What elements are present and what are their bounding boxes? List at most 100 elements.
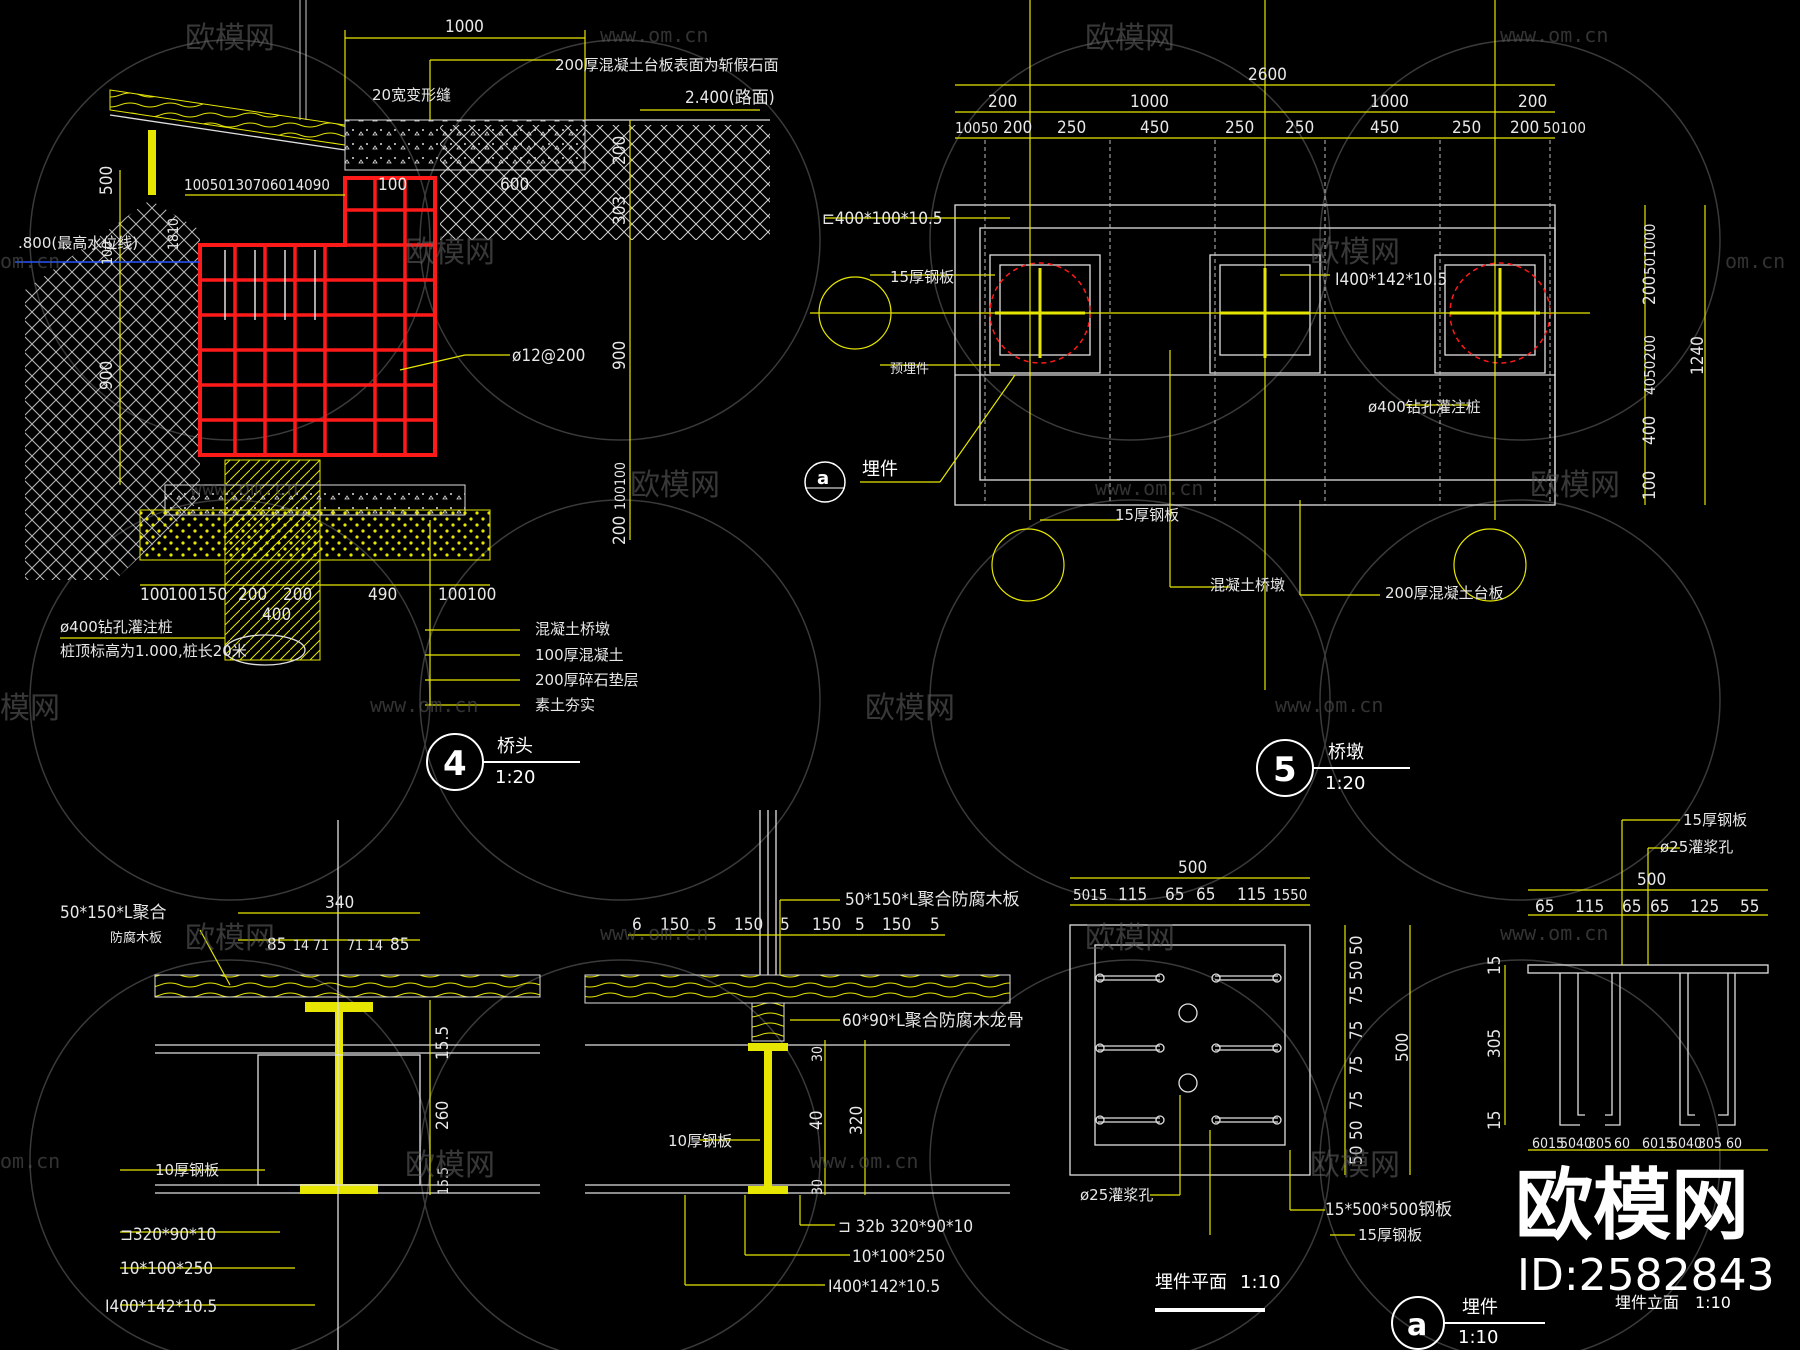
section-1: 340 85 14 71 71 14 85 15.5 260 15.5 50*1…	[60, 820, 541, 1350]
wm-url-10: www.om.cn	[1500, 921, 1608, 945]
dim-plan-r5: 75	[1347, 1056, 1367, 1075]
dim-s1-r2: 260	[433, 1101, 453, 1130]
dim-4-b1: 100	[140, 585, 169, 605]
wm-10: 欧模网	[1085, 921, 1175, 956]
wm-5: 欧模网	[630, 468, 720, 503]
note-c100: 100厚混凝土	[535, 646, 624, 664]
wm-1: 欧模网	[185, 21, 275, 56]
plate-outline	[1069, 924, 1311, 1176]
dim-5-t2: 1000	[1130, 92, 1169, 112]
dim-5-s10: 50100	[1543, 119, 1586, 137]
dim-5-r3: 4050200	[1641, 335, 1659, 395]
plan-title: 埋件平面	[1155, 1272, 1227, 1293]
dim-elev-b4: 60	[1614, 1136, 1630, 1152]
dim-plan-4: 65	[1196, 885, 1215, 905]
note-plan-hole: ø25灌浆孔	[1080, 1186, 1153, 1204]
dim-elev-b8: 60	[1726, 1136, 1742, 1152]
concrete-slab	[344, 119, 586, 171]
dim-4-r3: 900	[610, 341, 630, 370]
dim-4-r4: 100100	[613, 462, 629, 510]
dim-elev-l1: 15	[1485, 956, 1505, 975]
dim-s2-5: 5	[780, 915, 790, 935]
note-s2-c: ⊐ 32b 320*90*10	[838, 1217, 973, 1237]
wm-3: 欧模网	[405, 235, 495, 270]
dim-plan-6: 1550	[1273, 886, 1307, 904]
wm-url-5: www.om.cn	[190, 476, 298, 500]
detail-4-title: 桥头	[497, 736, 533, 757]
detail-5-pier: 2600 200 1000 1000 200 10050 200 250 450…	[804, 0, 1708, 797]
dim-5-s8: 250	[1452, 118, 1481, 138]
note-s2-plate: 10厚钢板	[668, 1132, 732, 1150]
wm-url-6: www.om.cn	[1095, 476, 1203, 500]
dim-5-s7: 450	[1370, 118, 1399, 138]
dim-4-l1: 500	[97, 166, 117, 195]
dim-elev-l3: 15	[1485, 1111, 1505, 1130]
dim-s1-5: 14	[367, 938, 383, 954]
dim-5-s3: 250	[1057, 118, 1086, 138]
dim-elev-b6: 5040	[1670, 1136, 1702, 1152]
wm-url-8: www.om.cn	[1275, 693, 1383, 717]
note-s2-p: 10*100*250	[852, 1247, 945, 1267]
dim-s1-2: 14	[293, 938, 309, 954]
note-gravel: 200厚碎石垫层	[535, 671, 639, 689]
anchor-bolts	[1095, 973, 1282, 1125]
dim-plan-r3: 75	[1347, 986, 1367, 1005]
detail-4-abutment: 1000 100 600 10050130706014090 100 100 1…	[15, 0, 779, 791]
dim-4-l4: 900	[97, 361, 117, 390]
wm-url-2: www.om.cn	[1500, 23, 1608, 47]
dim-5-s1: 10050	[955, 119, 998, 137]
dim-plan-3: 65	[1165, 885, 1184, 905]
dim-elev-b1: 6015	[1532, 1136, 1564, 1152]
dim-s2-3: 5	[707, 915, 717, 935]
dim-elev-5: 125	[1690, 897, 1719, 917]
dim-5-t4: 200	[1518, 92, 1547, 112]
note-s2-i: I400*142*10.5	[828, 1277, 940, 1297]
note-s1-plate: 10厚钢板	[155, 1161, 219, 1179]
dim-5-s6: 250	[1285, 118, 1314, 138]
detail-4-scale: 1:20	[495, 767, 535, 788]
note-s2-board: 50*150*L聚合防腐木板	[845, 890, 1019, 910]
dim-5-r2: 200	[1640, 276, 1660, 305]
section-2: 6 150 5 150 5 150 5 150 5 30 40 320 30 5…	[584, 810, 1024, 1297]
dim-5-r1: 501000	[1641, 223, 1659, 275]
dim-plan-r2: 50	[1347, 961, 1367, 980]
detail-a-letter: a	[1407, 1308, 1427, 1343]
detail-5-title: 桥墩	[1328, 742, 1364, 763]
dim-4-b6: 490	[368, 585, 397, 605]
note-s1-p: 10*100*250	[120, 1259, 213, 1279]
dim-s2-r1: 30	[810, 1046, 826, 1062]
elev-plate	[1527, 964, 1769, 974]
note-5-ibeam: I400*142*10.5	[1335, 270, 1447, 290]
dim-4-row: 10050130706014090	[184, 176, 330, 194]
dim-s1-4: 71	[347, 938, 363, 954]
pile-section	[224, 634, 306, 666]
watermarks: 欧模网 欧模网 欧模网 欧模网 欧模网 欧模网 模网 欧模网 欧模网 欧模网 欧…	[0, 21, 1785, 1301]
note-plan-plate2: 15厚钢板	[1358, 1226, 1422, 1244]
note-5-channel: ⊏400*100*10.5	[822, 209, 943, 229]
dim-s2-1: 6	[632, 915, 642, 935]
dim-s1-3: 71	[313, 938, 329, 954]
dim-4-l2: 1810	[166, 218, 182, 250]
note-s1-board2: 防腐木板	[110, 930, 162, 946]
dim-s2-r2: 40	[807, 1111, 827, 1130]
note-elev-hole: ø25灌浆孔	[1660, 838, 1733, 856]
wm-url-7: www.om.cn	[370, 693, 478, 717]
dim-s2-7: 5	[855, 915, 865, 935]
dim-elev-b7: 305	[1698, 1136, 1722, 1152]
dim-s1-r1: 15.5	[433, 1026, 453, 1060]
note-rebar: ø12@200	[512, 346, 585, 366]
dim-plan-r4: 75	[1347, 1021, 1367, 1040]
dim-plan-2: 115	[1118, 885, 1147, 905]
embed-tag-letter: a	[817, 468, 829, 489]
dim-s1-1: 85	[267, 935, 286, 955]
dim-elev-3: 65	[1622, 897, 1641, 917]
dim-4-600: 600	[500, 175, 529, 195]
dim-s1-total: 340	[325, 893, 354, 913]
dim-5-r5: 100	[1640, 471, 1660, 500]
note-5-embed-tag: 埋件	[862, 459, 898, 480]
deck-slope	[109, 89, 346, 146]
dim-5-s5: 250	[1225, 118, 1254, 138]
dim-5-r4: 400	[1640, 416, 1660, 445]
dim-4-r1: 200	[610, 136, 630, 165]
wm-url-1: www.om.cn	[600, 23, 708, 47]
